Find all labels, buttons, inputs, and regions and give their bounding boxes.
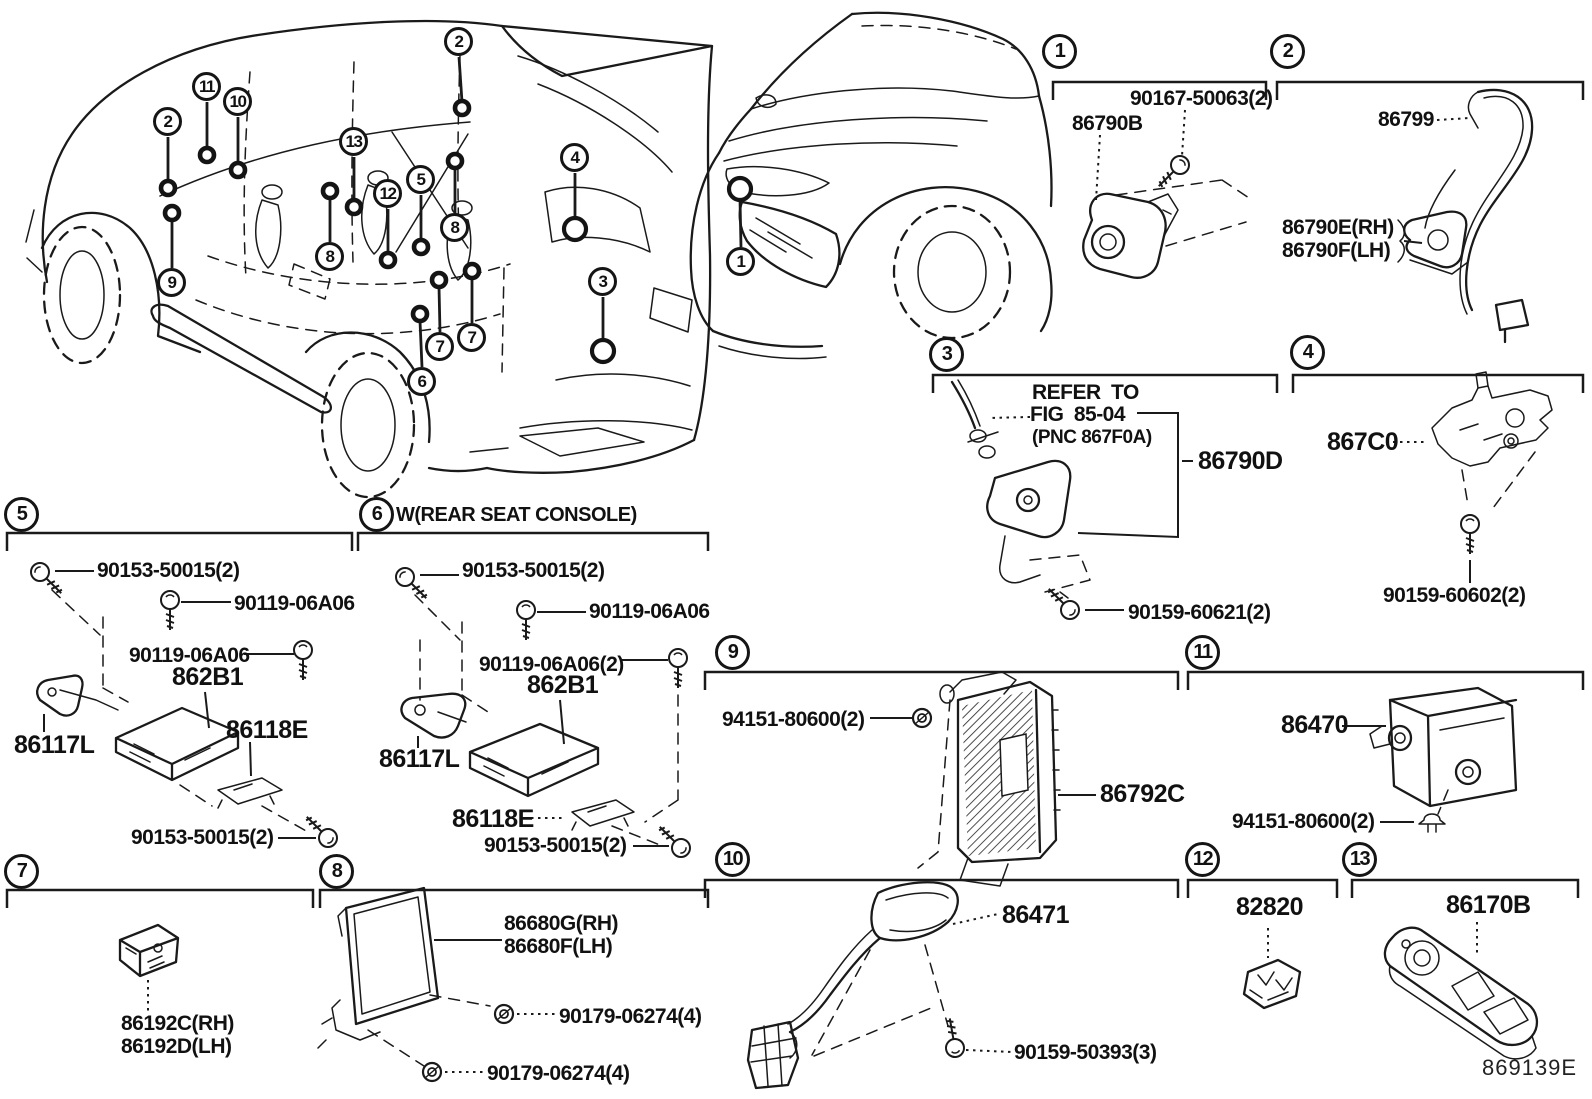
section-6-number: 6 [359,497,394,532]
section-7-number: 7 [4,854,39,889]
s5-label-86118e: 86118E [226,716,308,744]
s5-label-90153-50015-b: 90153-50015(2) [131,826,274,849]
part-label-90167-50063: 90167-50063(2) [1130,87,1273,110]
part-label-86192c-rh: 86192C(RH) [121,1012,234,1035]
note-fig-85-04: FIG 85-04 [1030,403,1126,426]
section-5-artwork [26,558,342,852]
section-6-title: W(REAR SEAT CONSOLE) [396,504,637,526]
section-6-artwork [391,563,695,862]
part-label-86790f-lh: 86790F(LH) [1282,239,1391,262]
note-pnc-867f0a: (PNC 867F0A) [1032,427,1152,448]
section-12-artwork [1242,928,1302,1010]
section-5-number: 5 [4,497,39,532]
section-13-artwork [1383,922,1539,1060]
section-4-artwork [1386,371,1553,583]
part-label-86170b: 86170B [1446,891,1531,919]
s6-label-862b1: 862B1 [527,671,599,699]
section-1-artwork [1082,109,1253,279]
callout-1: 1 [726,247,755,276]
callout-9: 9 [157,268,186,297]
s6-label-90153-50015-a: 90153-50015(2) [462,559,605,582]
callout-7-left: 7 [425,332,454,361]
section-9-number: 9 [715,635,750,670]
s5-label-86117l: 86117L [14,731,95,759]
part-label-90159-60621: 90159-60621(2) [1128,601,1271,624]
section-10-number: 10 [715,842,750,877]
figure-code: 869139E [1482,1055,1578,1080]
callout-11: 11 [192,72,221,101]
section-9-artwork [870,671,1096,887]
s9-label-94151-80600: 94151-80600(2) [722,708,865,731]
section-7-artwork [118,923,180,1012]
callout-10: 10 [223,87,252,116]
part-label-86470: 86470 [1281,711,1349,739]
section-11-number: 11 [1185,635,1220,670]
section-12-number: 12 [1185,842,1220,877]
section-10-artwork [746,881,1013,1090]
s5-label-90119-06a06-a: 90119-06A06 [234,592,355,615]
part-label-86790d: 86790D [1198,447,1283,475]
note-refer-to: REFER TO [1032,381,1139,404]
part-label-86680g-rh: 86680G(RH) [504,912,619,935]
section-2-number: 2 [1270,34,1305,69]
s6-label-86117l: 86117L [379,745,460,773]
s6-label-90119-06a06-2: 90119-06A06(2) [479,653,624,676]
s6-label-90153-50015-b: 90153-50015(2) [484,834,627,857]
s5-label-90153-50015-a: 90153-50015(2) [97,559,240,582]
side-view-car-drawing [25,19,714,499]
section-8-artwork [317,886,556,1083]
part-label-86192d-lh: 86192D(LH) [121,1035,232,1058]
section-4-number: 4 [1290,335,1325,370]
section-2-artwork [1397,88,1534,344]
section-3-number: 3 [929,337,964,372]
part-label-86790e-rh: 86790E(RH) [1282,216,1394,239]
callout-leaders [161,56,751,368]
part-label-867c0: 867C0 [1327,428,1399,456]
callout-5: 5 [406,165,435,194]
section-brackets [5,80,1585,908]
callout-8-front: 8 [315,242,344,271]
callout-7-right: 7 [457,323,486,352]
section-3-artwork [950,379,1196,624]
callout-4: 4 [560,143,589,172]
s6-label-90119-06a06: 90119-06A06 [589,600,710,623]
s8-label-90179-06274-b: 90179-06274(4) [487,1062,630,1085]
part-label-86471: 86471 [1002,901,1070,929]
section-11-artwork [1342,686,1518,833]
part-label-86799: 86799 [1378,108,1434,131]
section-1-number: 1 [1042,34,1077,69]
s8-label-90179-06274-a: 90179-06274(4) [559,1005,702,1028]
part-label-86792c: 86792C [1100,780,1185,808]
callout-13: 13 [339,127,368,156]
callout-8-rear: 8 [440,213,469,242]
part-label-82820: 82820 [1236,893,1304,921]
callout-6: 6 [407,367,436,396]
part-label-86680f-lh: 86680F(LH) [504,935,613,958]
s5-label-90119-06a06-b: 90119-06A06 [129,644,250,667]
s6-label-86118e: 86118E [452,805,534,833]
section-8-number: 8 [319,854,354,889]
section-13-number: 13 [1342,842,1377,877]
s11-label-94151-80600: 94151-80600(2) [1232,810,1375,833]
s5-label-862b1: 862B1 [172,663,244,691]
part-label-86790b: 86790B [1072,112,1143,135]
front-view-car-drawing [689,11,1053,360]
callout-3: 3 [588,267,617,296]
s10-label-90159-50393: 90159-50393(3) [1014,1041,1157,1064]
callout-2-door: 2 [153,107,182,136]
callout-2-roof: 2 [444,27,473,56]
part-label-90159-60602: 90159-60602(2) [1383,584,1526,607]
callout-12: 12 [373,179,402,208]
